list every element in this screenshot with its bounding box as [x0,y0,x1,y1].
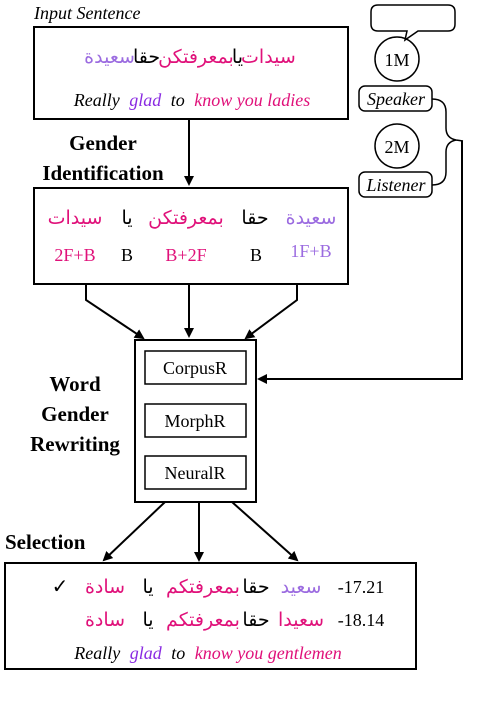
gender-id-word-1: سيدات [48,207,103,229]
sel-row1-score: -17.21 [338,577,385,597]
rewriting-label-2: Gender [41,402,109,426]
input-arabic-sentence: سيدات يا بمعرفتكن حقا سعيدة [84,46,296,68]
speaker-label: Speaker [367,89,426,109]
gender-id-word-5: سعيدة [286,207,337,229]
input-en-word-2: glad [129,90,162,110]
input-en-word-1: Really [73,90,120,110]
sel-row1-word-1: سادة [85,576,125,598]
group-brace [431,98,464,186]
arrow-rewrite-to-select-right [231,501,299,562]
listener-badge: 2M [384,137,409,157]
gender-tag-2: B [121,245,133,265]
selected-check-icon: ✓ [52,574,69,598]
input-word-4: حقا [133,46,160,68]
model-box-neuralr [144,455,247,490]
gender-id-word-2: يا [121,207,132,229]
rewriting-label-3: Rewriting [30,432,120,456]
sel-row1-word-5: سعيد [281,576,322,598]
input-en-word-4: know you ladies [194,90,310,110]
sel-en-word-4: know you gentlemen [195,643,342,663]
rewriting-label-1: Word [49,372,101,396]
model-box-morphr [144,403,247,438]
arrow-context-to-rewrite [257,141,463,384]
sel-row2-word-4: حقا [242,609,269,631]
input-en-word-3: to [171,90,185,110]
model-label-neuralr: NeuralR [165,463,226,483]
sel-row2-score: -18.14 [338,610,385,630]
sel-en-word-2: glad [130,643,163,663]
arrow-gender-to-rewrite-right [244,284,298,340]
gender-id-label-2: Identification [42,161,164,185]
sel-row2-word-1: سادة [85,609,125,631]
input-sentence-box [33,26,349,120]
arrow-rewrite-to-select-left [102,501,166,562]
sel-row2-word-3: بمعرفتكم [166,609,240,631]
arrow-gender-to-rewrite-left [85,284,145,340]
gender-tag-4: B [250,245,262,265]
gender-id-word-3: بمعرفتكن [148,207,224,229]
speaker-badge: 1M [384,50,409,70]
input-word-5: سعيدة [84,46,135,68]
sel-row1-word-4: حقا [242,576,269,598]
sel-en-word-1: Really [73,643,120,663]
model-label-morphr: MorphR [164,411,225,431]
selection-box [4,562,417,670]
selection-english-sentence: Really glad to know you gentlemen [73,643,341,663]
model-box-corpusr [144,350,247,385]
gender-id-word-4: حقا [241,207,268,229]
speaker-badge-circle [374,36,420,82]
gender-id-label-1: Gender [69,131,137,155]
speech-bubble-icon [370,4,456,42]
input-english-sentence: Really glad to know you ladies [73,90,311,110]
listener-badge-circle [374,123,420,169]
selection-label: Selection [5,530,86,554]
gender-tag-1: 2F+B [54,245,95,265]
gender-tag-5: 1F+B [290,241,331,261]
sel-row1-word-3: بمعرفتكم [166,576,240,598]
sel-en-word-3: to [171,643,185,663]
sel-row2-word-2: يا [142,609,153,631]
model-label-corpusr: CorpusR [163,358,227,378]
input-sentence-label: Input Sentence [33,3,140,23]
sel-row1-word-2: يا [142,576,153,598]
gender-tag-3: B+2F [165,245,206,265]
input-word-1: سيدات [241,46,296,68]
input-word-3: بمعرفتكن [158,46,234,68]
listener-label: Listener [365,175,426,195]
gender-id-box [33,187,349,285]
sel-row2-word-5: سعيدا [278,609,324,631]
